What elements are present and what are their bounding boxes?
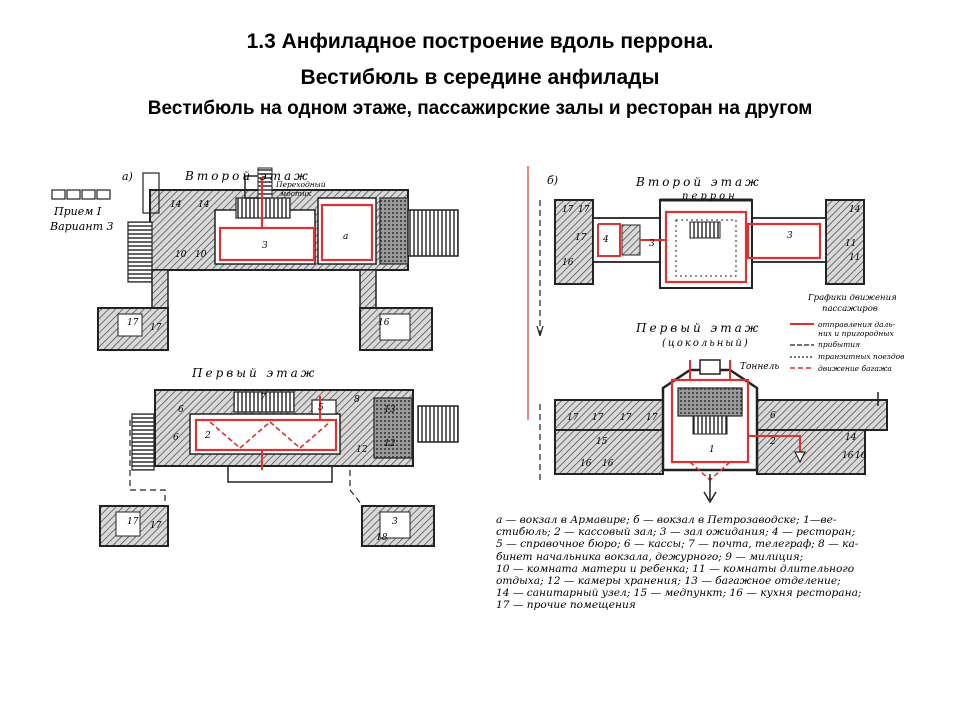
room-number-label: 2 <box>204 431 211 441</box>
caption-line: а — вокзал в Армавире; б — вокзал в Петр… <box>496 514 837 526</box>
plan-b-letter: б) <box>547 174 558 187</box>
flow-legend-item-5: движение багажа <box>818 364 892 373</box>
room-number-label: 2 <box>769 437 776 447</box>
room-number-label: 3 <box>262 241 268 251</box>
caption-line: бинет начальника вокзала, дежурного; 9 —… <box>496 550 804 563</box>
room-number-label: 17 <box>150 521 162 531</box>
caption-legend: а — вокзал в Армавире; б — вокзал в Петр… <box>496 514 910 612</box>
flow-legend <box>790 323 814 369</box>
flow-legend-item-2: них и пригородных <box>818 329 894 338</box>
room-number-label: 17 <box>150 323 162 333</box>
caption-line: отдыха; 12 — камеры хранения; 13 — багаж… <box>496 575 841 588</box>
caption-line: 10 — комната матери и ребенка; 11 — комн… <box>496 562 855 575</box>
room-number-label: 5 <box>318 403 324 413</box>
room-number-label: 17 <box>562 205 574 215</box>
room-number-label: 12 <box>356 445 368 455</box>
plan-b-tunnel-label: Тоннель <box>740 362 779 372</box>
plan-a-bridge-label-1: Переходный <box>275 180 326 189</box>
flow-legend-item-3: прибытия <box>818 340 860 349</box>
plan-b-platform-label: перрон <box>682 191 738 202</box>
room-number-label: 3 <box>392 517 398 527</box>
room-number-label: 14 <box>845 433 857 443</box>
room-number-label: 15 <box>596 437 608 447</box>
room-number-label: 18 <box>376 533 388 543</box>
flow-legend-item-1: отправления даль- <box>818 320 896 329</box>
title-line-2: Вестибюль в середине анфилады <box>300 66 660 89</box>
room-number-label: 8 <box>354 395 360 405</box>
room-number-label: 17 <box>646 413 658 423</box>
room-number-label: 14 <box>849 205 861 215</box>
room-number-label: 16 <box>562 258 574 268</box>
plan-b-lower-floor-note: (цокольный) <box>662 338 750 349</box>
room-number-label: 1 <box>709 445 715 455</box>
plan-b-first-floor <box>539 359 888 504</box>
plan-a-bridge-label-2: мостик <box>280 189 312 198</box>
room-number-label: 3 <box>649 239 655 249</box>
flow-legend-item-4: транзитных поездов <box>818 352 905 361</box>
room-number-label: 17 <box>592 413 604 423</box>
room-number-label: 14 <box>198 200 210 210</box>
room-number-label: 6 <box>178 405 184 415</box>
room-number-label: 7 <box>260 393 266 403</box>
plan-b-second-floor <box>527 166 865 420</box>
room-number-label: а <box>343 232 348 242</box>
plan-a-first-floor <box>99 389 459 547</box>
room-number-label: 14 <box>170 200 182 210</box>
room-number-label: 17 <box>620 413 632 423</box>
room-number-label: 4 <box>602 235 609 245</box>
room-number-label: 16 <box>580 459 592 469</box>
title-line-3: Вестибюль на одном этаже, пассажирские з… <box>147 98 813 119</box>
room-number-label: 10 <box>195 250 207 260</box>
room-number-label: 17 <box>567 413 579 423</box>
flow-legend-title-1: Графики движения <box>807 293 897 303</box>
room-number-label: 13 <box>384 405 396 415</box>
plan-b-upper-floor-label: Второй этаж <box>635 175 762 189</box>
room-number-label: 17 <box>578 205 590 215</box>
room-number-label: 12 <box>384 439 396 449</box>
plan-a-variant-label-2: Вариант 3 <box>49 220 114 233</box>
caption-line: стибюль; 2 — кассовый зал; 3 — зал ожида… <box>496 526 856 539</box>
plan-b-lower-floor-label: Первый этаж <box>635 321 761 335</box>
plan-a-lower-floor-label: Первый этаж <box>191 366 317 380</box>
plan-a-room-labels: 14 14 3 а 10 10 17 17 16 17 17 7 5 6 2 6 8 13 12 12 3 18 <box>127 200 398 543</box>
caption-line: 17 — прочие помещения <box>496 599 636 612</box>
room-number-label: 11 <box>849 253 860 263</box>
caption-line: 5 — справочное бюро; 6 — кассы; 7 — почт… <box>496 538 859 551</box>
title-line-1: 1.3 Анфиладное построение вдоль перрона. <box>246 30 714 53</box>
room-number-label: 16 <box>378 318 390 328</box>
flow-legend-title-2: пассажиров <box>822 304 878 314</box>
room-number-label: 16 <box>602 459 614 469</box>
plan-a-letter: а) <box>122 170 133 183</box>
room-number-label: 17 <box>127 517 139 527</box>
room-number-label: 10 <box>175 250 187 260</box>
plan-a-second-floor <box>51 167 459 351</box>
room-number-label: 11 <box>845 239 856 249</box>
plan-a-upper-floor-label: Второй этаж <box>184 169 311 183</box>
room-number-label: 3 <box>787 231 793 241</box>
room-number-label: 6 <box>770 411 776 421</box>
room-number-label: 6 <box>173 433 179 443</box>
room-number-label: 16 <box>842 451 854 461</box>
caption-line: 14 — санитарный узел; 15 — медпункт; 16 … <box>496 587 862 600</box>
room-number-label: 16 <box>855 451 867 461</box>
plan-a-variant-label-1: Прием I <box>53 205 102 218</box>
room-number-label: 17 <box>127 318 139 328</box>
room-number-label: 17 <box>575 233 587 243</box>
